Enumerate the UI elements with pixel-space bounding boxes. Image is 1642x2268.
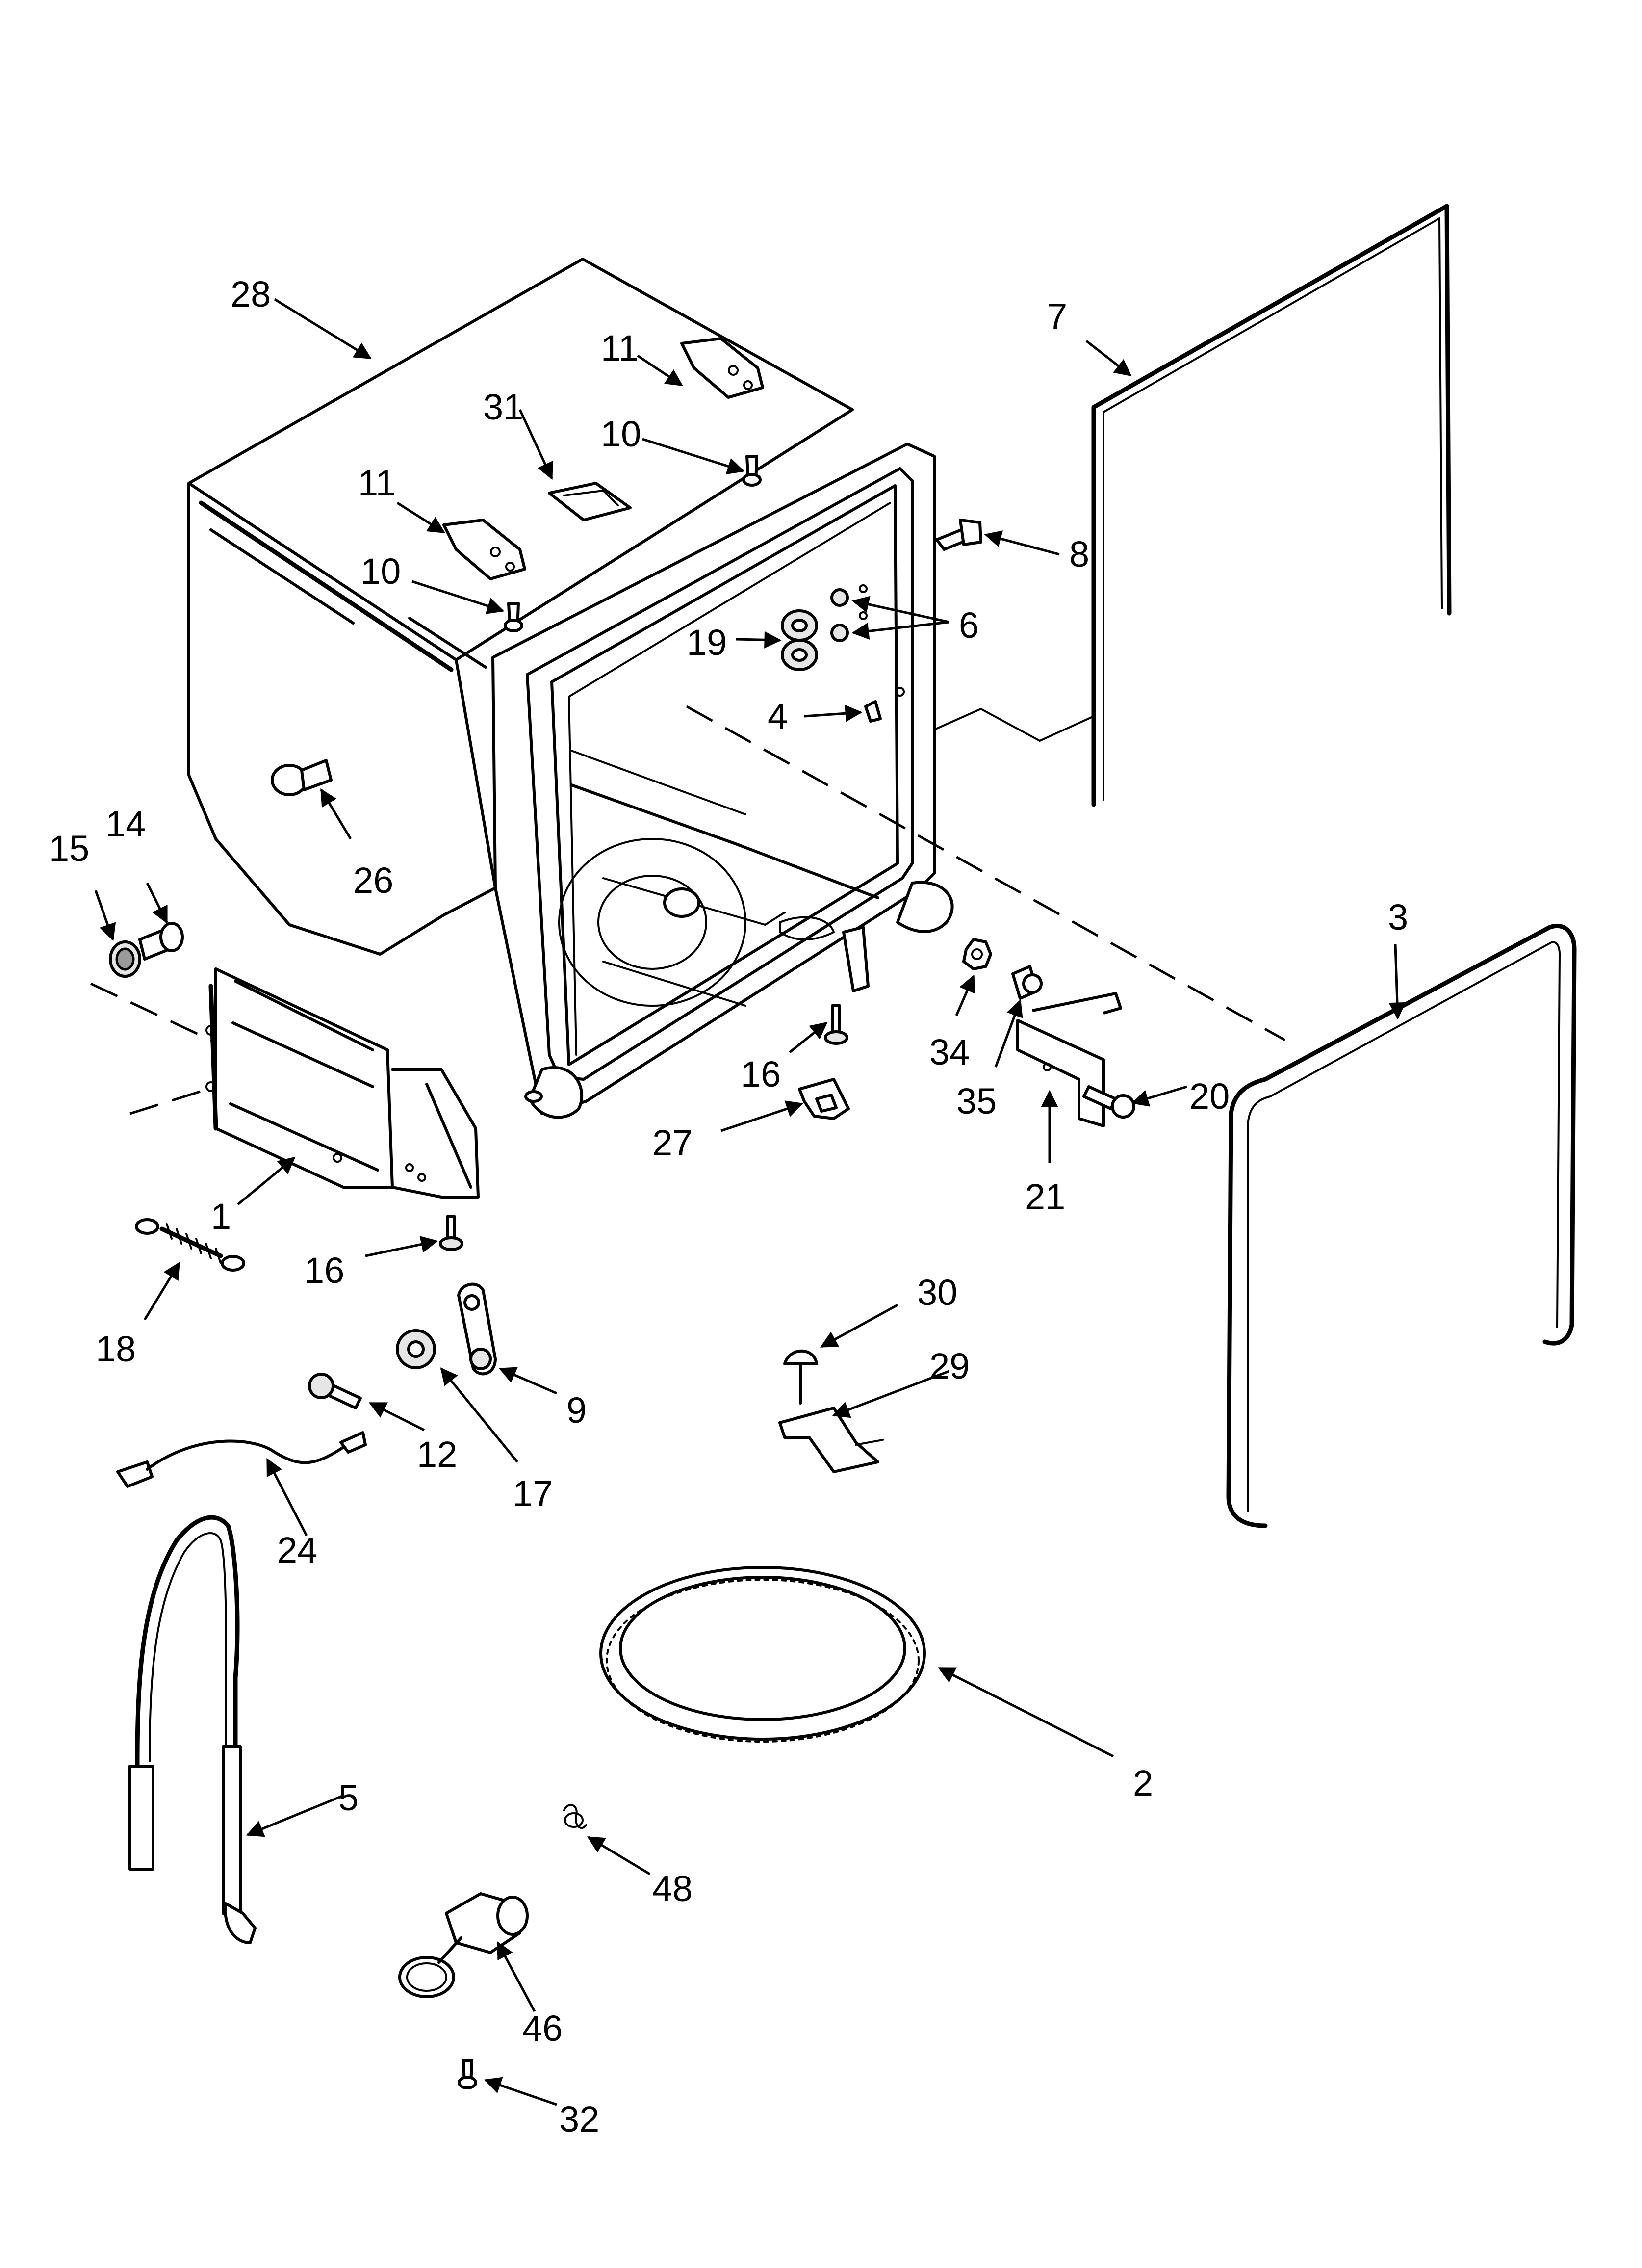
fasteners-left	[94, 882, 557, 1537]
callout-3: 3	[1388, 897, 1408, 938]
callout-6: 6	[959, 605, 979, 646]
gasket-7	[1085, 204, 1452, 807]
callout-14: 14	[105, 804, 146, 844]
callout-34: 34	[929, 1032, 970, 1072]
callout-1: 1	[211, 1196, 231, 1237]
gasket-3	[1226, 923, 1577, 1528]
callout-19: 19	[687, 622, 727, 663]
callout-31: 31	[483, 387, 523, 427]
callout-21: 21	[1025, 1176, 1065, 1217]
spring-icon	[135, 1218, 245, 1272]
callout-46: 46	[522, 2008, 563, 2049]
callout-11: 11	[358, 463, 396, 503]
callout-7: 7	[1047, 296, 1067, 337]
callout-16: 16	[304, 1250, 344, 1291]
callout-30: 30	[917, 1272, 957, 1313]
callout-18: 18	[96, 1329, 136, 1369]
callout-27: 27	[652, 1122, 693, 1163]
callout-10: 10	[601, 414, 641, 454]
callout-16: 16	[741, 1054, 781, 1095]
screw-icon	[504, 455, 762, 632]
callout-labels: 28 11 31 10 11 10 7 8 6 19 4 26 15 14 3 …	[49, 274, 1408, 2139]
callout-28: 28	[231, 274, 271, 314]
callout-10: 10	[360, 551, 401, 592]
callout-17: 17	[513, 1473, 553, 1514]
fasteners-right	[720, 519, 1187, 1163]
bolt-icon	[271, 759, 333, 796]
callout-29: 29	[929, 1346, 970, 1386]
fasteners-lower	[398, 1303, 949, 2106]
callout-26: 26	[353, 860, 393, 901]
callout-48: 48	[652, 1868, 693, 1909]
callout-15: 15	[49, 828, 89, 869]
callout-32: 32	[559, 2099, 599, 2139]
callout-11: 11	[601, 328, 639, 368]
callout-9: 9	[566, 1390, 587, 1431]
callout-35: 35	[956, 1081, 997, 1121]
callout-20: 20	[1189, 1076, 1230, 1117]
ring-2	[599, 1566, 1114, 1758]
callout-4: 4	[768, 696, 788, 736]
callout-5: 5	[338, 1777, 359, 1818]
callout-2: 2	[1133, 1763, 1153, 1803]
callout-12: 12	[417, 1434, 457, 1475]
hose-5	[128, 1515, 344, 1944]
callout-8: 8	[1069, 534, 1089, 574]
callout-24: 24	[277, 1530, 317, 1570]
